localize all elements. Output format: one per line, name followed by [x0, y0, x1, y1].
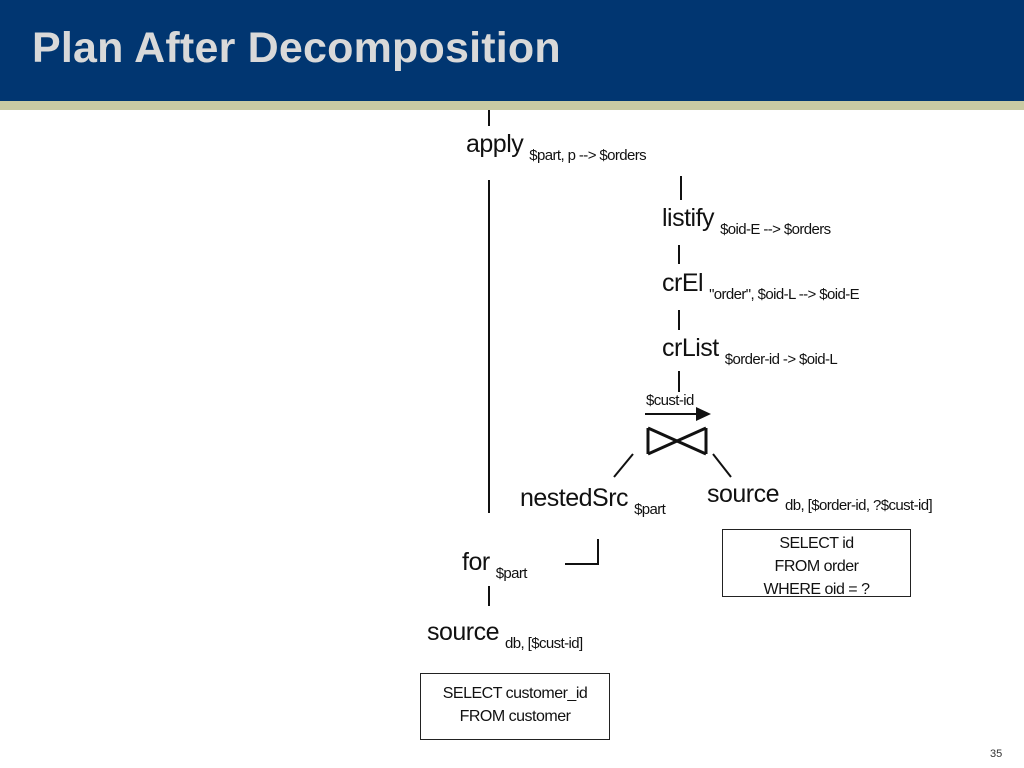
op-nestedsrc-name: nestedSrc [520, 484, 629, 512]
title-stripe [0, 101, 1024, 110]
op-listify-name: listify [662, 204, 715, 232]
op-source-order-name: source [707, 480, 780, 508]
op-apply-name: apply [466, 130, 524, 158]
sql-order-line-2: FROM order [774, 558, 859, 575]
op-nestedsrc-params: $part [634, 501, 666, 518]
op-source-customer: source db, [$cust-id] [427, 618, 583, 652]
op-source-order: source db, [$order-id, ?$cust-id] [707, 480, 933, 514]
title-bar [0, 0, 1024, 101]
edge-join-source [712, 453, 732, 478]
sql-box-customer: SELECT customer_id FROM customer [420, 673, 610, 740]
edge-nestedsrc-for [565, 539, 599, 565]
op-source-order-params: db, [$order-id, ?$cust-id] [785, 497, 933, 514]
join-arrow-head [696, 407, 711, 421]
op-nestedsrc: nestedSrc $part [520, 484, 666, 518]
op-crel-params: "order", $oid-L --> $oid-E [709, 286, 860, 303]
slide-number: 35 [990, 748, 1003, 760]
op-crel-name: crEl [662, 269, 704, 297]
op-crlist: crList $order-id -> $oid-L [662, 334, 838, 368]
op-crel: crEl "order", $oid-L --> $oid-E [662, 269, 860, 303]
op-listify: listify $oid-E --> $orders [662, 204, 831, 238]
op-apply: apply $part, p --> $orders [466, 130, 647, 164]
join-bowtie-icon [646, 426, 708, 456]
join-label: $cust-id [646, 392, 694, 409]
op-listify-params: $oid-E --> $orders [720, 221, 831, 238]
op-for-params: $part [495, 565, 528, 582]
op-crlist-params: $order-id -> $oid-L [724, 351, 838, 368]
op-for-name: for [462, 548, 490, 576]
edge-join-nestedsrc [613, 453, 634, 478]
op-crlist-name: crList [662, 334, 719, 362]
sql-order-line-3: WHERE oid = ? [763, 581, 870, 598]
sql-order-line-1: SELECT id [779, 535, 854, 552]
op-source-customer-name: source [427, 618, 500, 646]
sql-customer-line-2: FROM customer [459, 708, 571, 725]
slide-title: Plan After Decomposition [32, 24, 561, 72]
op-apply-params: $part, p --> $orders [529, 147, 647, 164]
sql-box-order: SELECT id FROM order WHERE oid = ? [722, 529, 911, 598]
sql-customer-line-1: SELECT customer_id [442, 685, 588, 702]
op-for: for $part [462, 548, 527, 582]
op-source-customer-params: db, [$cust-id] [505, 635, 583, 652]
